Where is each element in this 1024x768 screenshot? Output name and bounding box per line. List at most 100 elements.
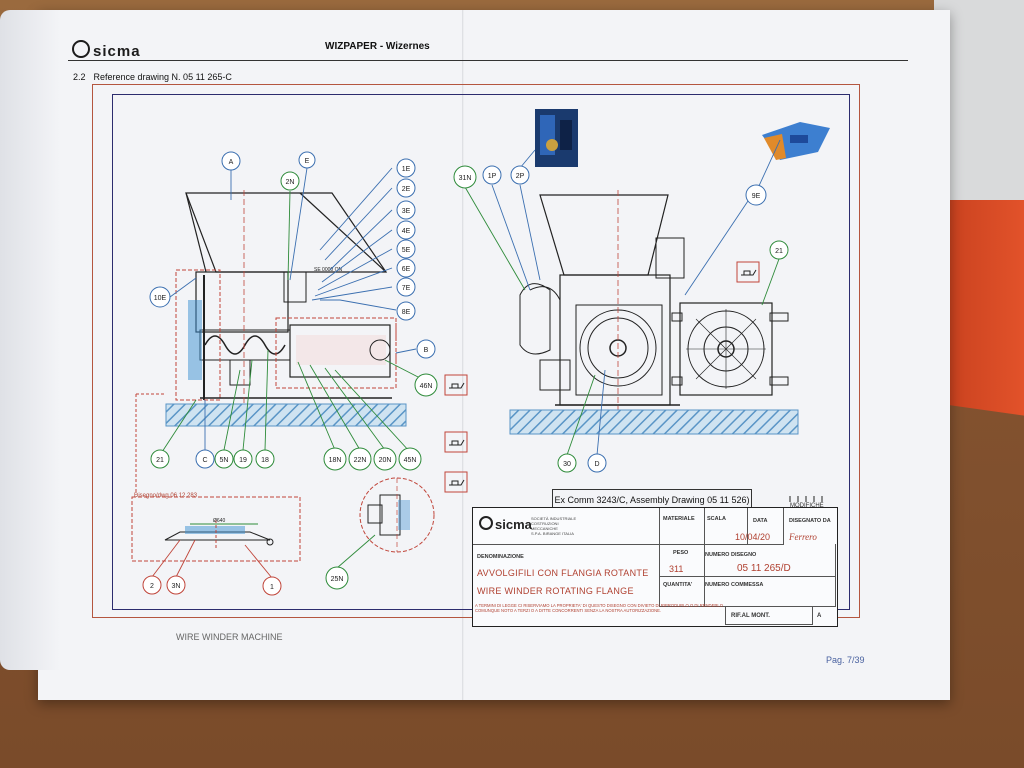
- quantita-label: QUANTITA': [663, 582, 693, 588]
- section-title: Reference drawing N. 05 11 265-C: [93, 72, 232, 82]
- title-block: sicma SOCIETÀ INDUSTRIALE COSTRUZIONI ME…: [472, 507, 838, 627]
- callout-21-right: 21: [769, 240, 789, 260]
- document-title: WIZPAPER - Wizernes: [325, 41, 430, 52]
- oil-can-icons: [449, 269, 757, 486]
- svg-text:10E: 10E: [154, 295, 167, 302]
- svg-text:21: 21: [775, 248, 783, 255]
- callout-45N: 45N: [398, 447, 422, 471]
- svg-text:3E: 3E: [402, 208, 411, 215]
- callout-18: 18: [255, 449, 275, 469]
- photo-thumbnail-2: [762, 122, 830, 160]
- data-cell: [747, 508, 784, 545]
- materiale-cell: [659, 508, 705, 545]
- detail-circle: [359, 477, 435, 553]
- peso-label: PESO: [673, 550, 689, 556]
- name-english: WIRE WINDER ROTATING FLANGE: [477, 586, 634, 596]
- rif-label: RIF.AL MONT.: [731, 613, 770, 619]
- callout-B: B: [416, 339, 436, 359]
- svg-text:22N: 22N: [354, 457, 367, 464]
- callout-7E: 7E: [396, 277, 416, 297]
- quantita-cell: [659, 576, 705, 607]
- svg-text:2: 2: [150, 583, 154, 590]
- svg-text:1: 1: [270, 584, 274, 591]
- callout-8E: 8E: [396, 301, 416, 321]
- callout-31N: 31N: [453, 165, 477, 189]
- tb-logo-text: sicma: [495, 517, 532, 532]
- callout-46N: 46N: [414, 373, 438, 397]
- numero-disegno-label: NUMERO DISEGNO: [705, 552, 757, 558]
- photo-thumbnail-1: [535, 109, 578, 167]
- modifiche-label: MODIFICHE: [790, 503, 824, 509]
- page-curl: [0, 10, 60, 670]
- svg-text:31N: 31N: [459, 175, 472, 182]
- sicma-logo: sicma: [72, 40, 141, 60]
- callout-1P: 1P: [482, 165, 502, 185]
- svg-text:25N: 25N: [331, 576, 344, 583]
- name-italian: AVVOLGIFILI CON FLANGIA ROTANTE: [477, 568, 649, 578]
- page-number: Pag. 7/39: [826, 655, 865, 665]
- svg-text:21: 21: [156, 457, 164, 464]
- svg-text:19: 19: [239, 457, 247, 464]
- designer-value: Ferrero: [789, 532, 817, 542]
- logo-divider: [473, 544, 660, 545]
- callout-2N: 2N: [280, 171, 300, 191]
- callouts-right: 31N 1P 2P 9E 21 30 D: [453, 165, 789, 473]
- detail-reference: Disegno/dwg 06 12 283: [134, 493, 198, 499]
- callout-1E: 1E: [396, 158, 416, 178]
- page-fold: [462, 10, 464, 700]
- red-leaders: [151, 539, 273, 579]
- data-label: DATA: [753, 518, 768, 524]
- callout-18N: 18N: [323, 447, 347, 471]
- callout-19: 19: [233, 449, 253, 469]
- svg-text:5N: 5N: [220, 457, 229, 464]
- svg-text:30: 30: [563, 461, 571, 468]
- logo-text: sicma: [93, 43, 141, 60]
- callout-5N: 5N: [214, 449, 234, 469]
- green-leaders-right: [464, 186, 780, 456]
- callout-25N: 25N: [325, 566, 349, 590]
- front-view: [509, 190, 799, 435]
- section-heading: 2.2 Reference drawing N. 05 11 265-C: [73, 72, 232, 82]
- date-value: 10/04/20: [735, 532, 771, 542]
- svg-text:3N: 3N: [172, 583, 181, 590]
- scala-cell: [703, 508, 748, 545]
- callout-6E: 6E: [396, 258, 416, 278]
- svg-text:9E: 9E: [752, 193, 761, 200]
- svg-text:1E: 1E: [402, 166, 411, 173]
- svg-text:18N: 18N: [329, 457, 342, 464]
- svg-text:1P: 1P: [488, 173, 497, 180]
- title-block-logo: sicma: [479, 516, 532, 532]
- section-number: 2.2: [73, 72, 86, 82]
- callout-A: A: [221, 151, 241, 171]
- callout-3E: 3E: [396, 200, 416, 220]
- callout-30: 30: [557, 453, 577, 473]
- company-sub: S.P.A. BIRANGE ITALIA: [531, 531, 574, 536]
- revision-marks: [789, 496, 823, 502]
- callout-10E: 10E: [149, 286, 171, 308]
- company-name: SOCIETÀ INDUSTRIALE COSTRUZIONI MECCANIC…: [531, 516, 581, 536]
- callout-D: D: [587, 453, 607, 473]
- svg-text:18: 18: [261, 457, 269, 464]
- header-divider: [68, 60, 908, 61]
- diameter-label: Ø640: [213, 518, 226, 524]
- commessa-label: NUMERO COMMESSA: [705, 582, 764, 588]
- svg-text:8E: 8E: [402, 309, 411, 316]
- materiale-label: MATERIALE: [663, 516, 695, 522]
- company-lines: SOCIETÀ INDUSTRIALE COSTRUZIONI MECCANIC…: [531, 516, 577, 531]
- callout-20N: 20N: [373, 447, 397, 471]
- green-leaders-left: [161, 190, 421, 569]
- blue-leaders-left: [169, 167, 417, 450]
- callout-2P: 2P: [510, 165, 530, 185]
- oil-symbols: [444, 261, 760, 493]
- callout-1: 1: [262, 576, 282, 596]
- callout-9E: 9E: [745, 184, 767, 206]
- flange-detail: [131, 496, 301, 562]
- callouts-red: 2 3N 1: [142, 575, 282, 596]
- footer-machine-name: WIRE WINDER MACHINE: [176, 632, 283, 642]
- svg-text:6E: 6E: [402, 266, 411, 273]
- callout-C: C: [195, 449, 215, 469]
- commessa-cell: [703, 576, 836, 607]
- svg-text:D: D: [594, 461, 599, 468]
- legal-notice: A TERMINI DI LEGGE CI RISERVIAMO LA PROP…: [475, 603, 723, 613]
